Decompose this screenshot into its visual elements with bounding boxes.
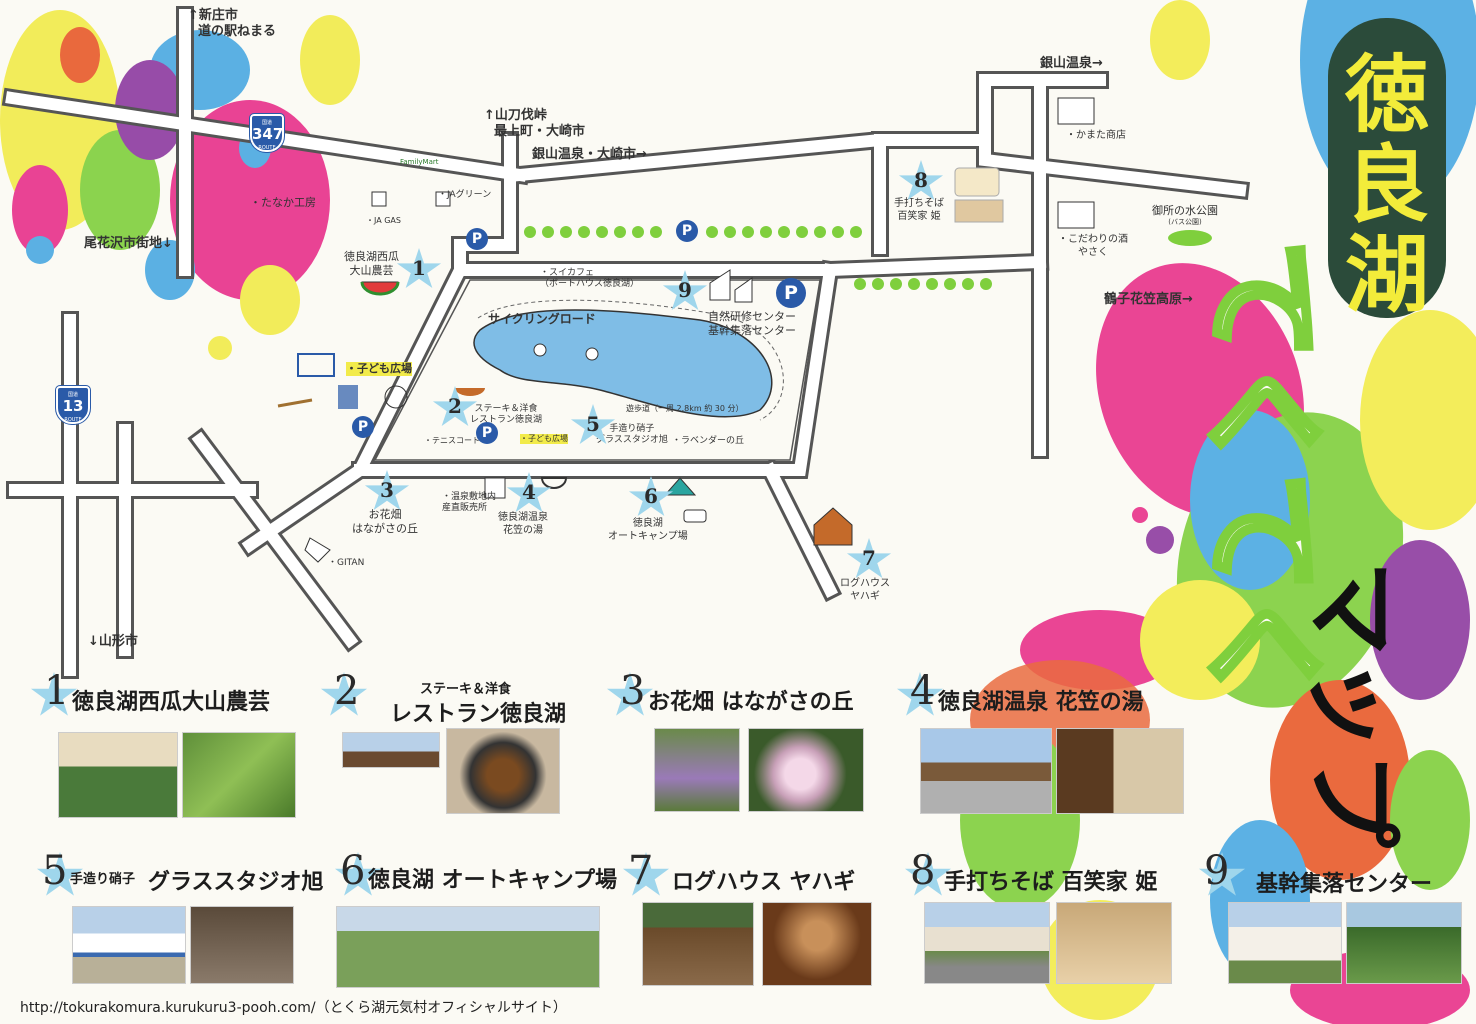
photo-center-grounds bbox=[1346, 902, 1462, 984]
spot-title: 徳良湖 オートキャンプ場 bbox=[368, 868, 618, 893]
photo-center-building bbox=[1228, 902, 1342, 984]
star-icon bbox=[1198, 852, 1246, 900]
photo-log-house-interior bbox=[762, 902, 872, 986]
label-cycling-road: サイクリングロード bbox=[488, 312, 596, 326]
label-ja-gas: ・JA GAS bbox=[366, 216, 401, 225]
map-marker-7[interactable]: 7 bbox=[846, 538, 892, 582]
dir-ginzan-osaki: 銀山温泉・大崎市→ bbox=[532, 147, 647, 162]
label-onsen-shop: ・温泉敷地内 産直販売所 bbox=[442, 492, 497, 514]
parking-icon: P bbox=[676, 220, 698, 242]
label-walkway: 遊歩道（一周 2.8km 約 30 分） bbox=[626, 404, 744, 413]
photo-flower-field bbox=[654, 728, 740, 812]
label-onsen: 徳良湖温泉 花笠の湯 bbox=[498, 512, 548, 536]
label-shizen: 自然研修センター 基幹集落センター bbox=[708, 310, 796, 337]
star-icon bbox=[320, 672, 368, 720]
label-ja-green: ・JAグリーン bbox=[438, 190, 492, 200]
spot-title: グラススタジオ旭 bbox=[148, 870, 324, 895]
map-marker-4[interactable]: 4 bbox=[506, 472, 552, 516]
map-marker-5[interactable]: 5 bbox=[570, 404, 616, 448]
spot-title: ログハウス ヤハギ bbox=[672, 870, 856, 895]
label-soba: 手打ちそば 百笑家 姫 bbox=[894, 198, 944, 222]
photo-glass-workshop bbox=[190, 906, 294, 984]
star-icon bbox=[896, 672, 944, 720]
photo-soba-making bbox=[1056, 902, 1172, 984]
photo-campsite-tents bbox=[336, 906, 600, 988]
label-tanaka: ・たなか工房 bbox=[250, 196, 316, 209]
map-marker-9[interactable]: 9 bbox=[662, 270, 708, 314]
star-icon bbox=[334, 852, 382, 900]
photo-glass-studio bbox=[72, 906, 186, 984]
label-kodomo-hiroba: ・子ども広場 bbox=[346, 362, 412, 376]
parking-icon: P bbox=[466, 228, 488, 250]
parking-icon: P bbox=[476, 422, 498, 444]
lake bbox=[473, 309, 773, 418]
label-mizukoen: 御所の水公園 (バス公園) bbox=[1152, 204, 1218, 226]
star-icon bbox=[606, 672, 654, 720]
label-kamata: ・かまた商店 bbox=[1066, 130, 1126, 141]
dir-yamagata: ↓山形市 bbox=[88, 634, 138, 649]
label-suika-cafe: ・スイカフェ （ボートハウス徳良湖） bbox=[540, 268, 640, 290]
dir-ginzan: 銀山温泉→ bbox=[1040, 56, 1103, 71]
photo-onsen-building bbox=[920, 728, 1052, 814]
photo-restaurant-building bbox=[342, 732, 440, 768]
star-icon bbox=[30, 672, 78, 720]
photo-flowers-closeup bbox=[748, 728, 864, 812]
tree-rows bbox=[524, 226, 992, 290]
photo-soba-dish bbox=[1056, 728, 1184, 814]
label-log: ログハウス ヤハギ bbox=[840, 578, 890, 602]
photo-steak-dish bbox=[446, 728, 560, 814]
title-char-2: 良 bbox=[1344, 136, 1429, 234]
label-camp: 徳良湖 オートキャンプ場 bbox=[608, 518, 688, 542]
photo-watermelon-field bbox=[182, 732, 296, 818]
spot-subtitle: 手造り硝子 bbox=[70, 872, 136, 887]
dir-mogami: 最上町・大崎市 bbox=[494, 124, 586, 139]
photo-nishi-uri-shop bbox=[58, 732, 178, 818]
map-marker-8[interactable]: 8 bbox=[898, 160, 944, 204]
dir-shinjo: ↑新庄市 bbox=[188, 8, 238, 23]
label-tennis: ・テニスコート bbox=[424, 436, 480, 445]
spot-title: レストラン徳良湖 bbox=[390, 702, 567, 727]
label-kodomo-hiroba-small: ・子ども広場 bbox=[520, 434, 568, 444]
spot-subtitle: ステーキ＆洋食 bbox=[420, 682, 512, 697]
label-ohanabatake: お花畑 はながさの丘 bbox=[352, 508, 418, 535]
route-13-sign: 国道 13 ROUTE bbox=[55, 385, 91, 425]
dir-yamagatana: ↑山刀伐峠 bbox=[484, 108, 547, 123]
label-gitan: ・GITAN bbox=[328, 558, 365, 568]
official-site-url[interactable]: http://tokurakomura.kurukuru3-pooh.com/（… bbox=[20, 1000, 567, 1016]
parking-icon: P bbox=[776, 278, 806, 308]
photo-log-house-exterior bbox=[642, 902, 754, 986]
title-char-3: 湖 bbox=[1344, 226, 1429, 324]
map-pictograms bbox=[277, 97, 1212, 563]
map-marker-3[interactable]: 3 bbox=[364, 470, 410, 514]
label-steak: ステーキ＆洋食 レストラン徳良湖 bbox=[470, 404, 543, 426]
title-badge: 徳 良 湖 bbox=[1328, 18, 1446, 324]
cycling-road-path bbox=[477, 299, 784, 421]
spot-title: 徳良湖温泉 花笠の湯 bbox=[938, 690, 1144, 715]
dir-obanazawa: 尾花沢市街地↓ bbox=[84, 236, 173, 251]
map-marker-6[interactable]: 6 bbox=[628, 476, 674, 520]
dir-michi-no-eki: 道の駅ねまる bbox=[198, 24, 277, 39]
title-map: マップ bbox=[1296, 560, 1408, 848]
photo-soba-shop bbox=[924, 902, 1050, 984]
dir-tsurukohanagasa: 鶴子花笠高原→ bbox=[1104, 292, 1193, 307]
label-kodawari: ・こだわりの酒 やさく bbox=[1058, 234, 1128, 258]
spot-title: お花畑 はながさの丘 bbox=[648, 690, 854, 715]
label-family-mart: FamilyMart bbox=[400, 158, 439, 166]
title-char-1: 徳 bbox=[1344, 46, 1429, 144]
label-nishi-uri: 徳良湖西瓜 大山農芸 bbox=[344, 250, 399, 277]
map-marker-1[interactable]: 1 bbox=[396, 248, 442, 292]
star-icon bbox=[904, 852, 952, 900]
map-marker-2[interactable]: 2 bbox=[432, 386, 478, 430]
parking-icon: P bbox=[352, 416, 374, 438]
spot-title: 基幹集落センター bbox=[1256, 872, 1433, 897]
label-lavender: ・ラベンダーの丘 bbox=[672, 436, 745, 446]
star-icon bbox=[36, 852, 84, 900]
label-glass: 手造り硝子 グラススタジオ旭 bbox=[596, 424, 668, 446]
spot-title: 徳良湖西瓜大山農芸 bbox=[72, 690, 271, 715]
route-347-sign: 国道 347 ROUTE bbox=[249, 113, 285, 153]
star-icon bbox=[622, 852, 670, 900]
spot-title: 手打ちそば 百笑家 姫 bbox=[944, 870, 1158, 895]
